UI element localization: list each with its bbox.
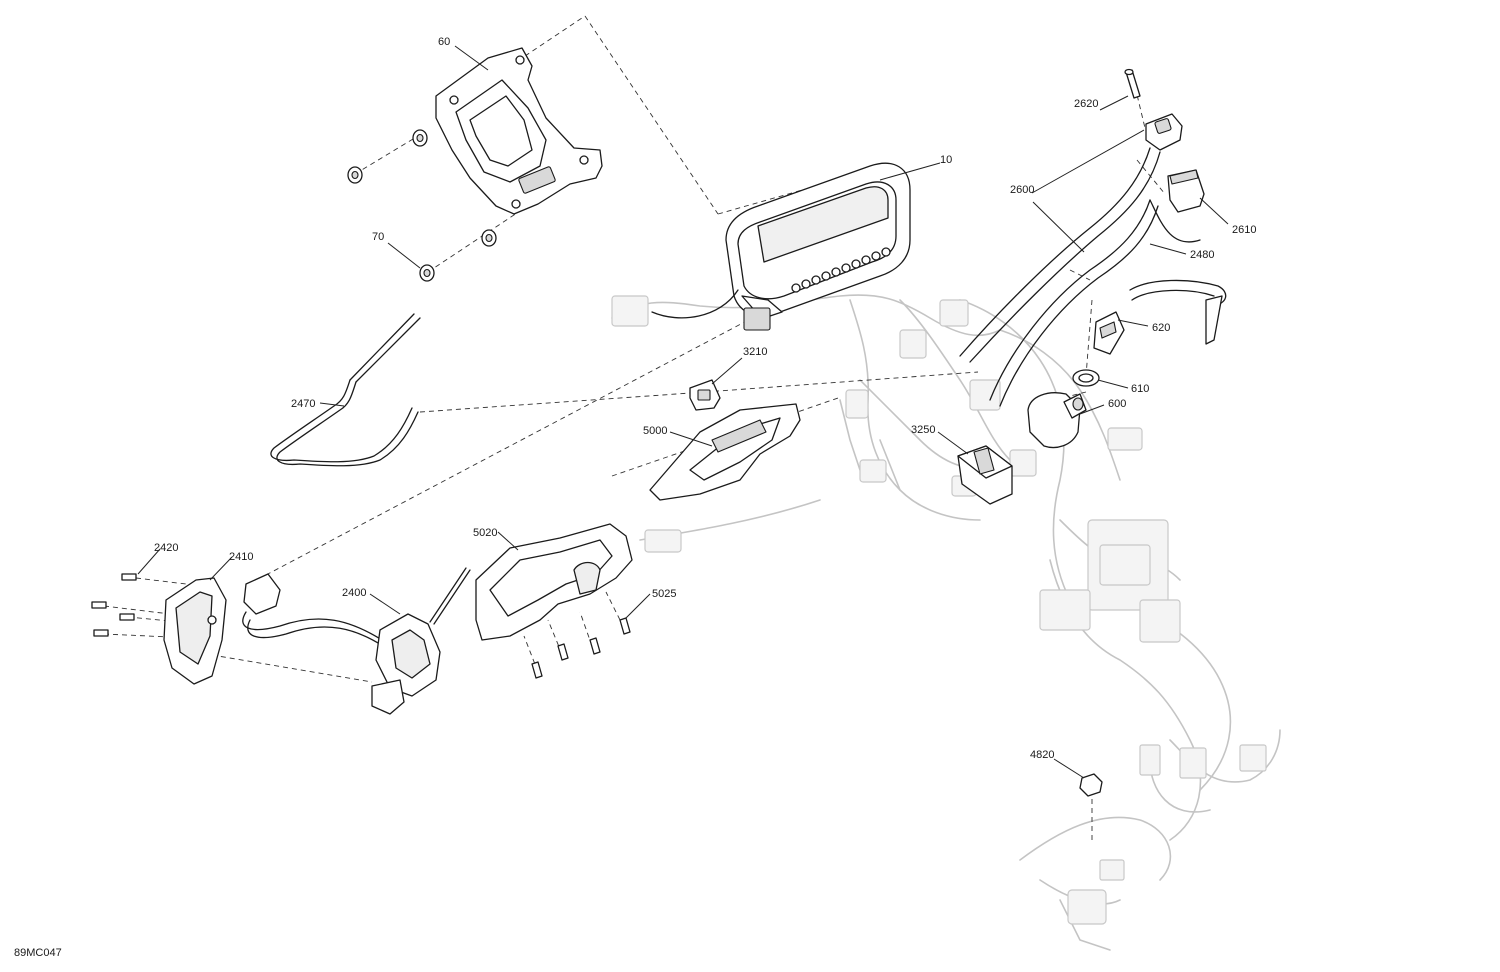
nut-part-4820 xyxy=(1079,773,1103,797)
callout-3210: 3210 xyxy=(743,346,767,358)
callout-2420: 2420 xyxy=(154,542,178,554)
callout-5025: 5025 xyxy=(652,588,676,600)
nut-part-610 xyxy=(1072,369,1100,387)
callout-2610: 2610 xyxy=(1232,224,1256,236)
background-harness-ghost xyxy=(611,294,1281,951)
callout-2400: 2400 xyxy=(342,587,366,599)
callout-5000: 5000 xyxy=(643,425,667,437)
wire-bracket-part-2470 xyxy=(270,313,421,467)
callout-2620: 2620 xyxy=(1074,98,1098,110)
callout-5020: 5020 xyxy=(473,527,497,539)
callout-70: 70 xyxy=(372,231,384,243)
callout-3250: 3250 xyxy=(911,424,935,436)
callout-labels: 60 70 10 2620 2600 2610 2480 620 610 600… xyxy=(154,36,1256,761)
control-module-part-5000 xyxy=(649,403,801,501)
switch-top-part-2620-mount xyxy=(1145,113,1183,151)
callout-leaders xyxy=(137,45,1229,779)
callout-2600: 2600 xyxy=(1010,184,1034,196)
cluster-wire xyxy=(651,289,739,319)
switch-housing-part-2610 xyxy=(1167,169,1205,213)
connector-part-3210 xyxy=(689,379,721,411)
assembly-dashed-lines xyxy=(103,15,1166,844)
callout-2480: 2480 xyxy=(1190,249,1214,261)
callout-10: 10 xyxy=(940,154,952,166)
handlebar-harness-part-2600 xyxy=(959,147,1201,407)
screws-part-5025 xyxy=(531,617,631,679)
housing-part-5020 xyxy=(475,523,633,641)
callout-620: 620 xyxy=(1152,322,1170,334)
callout-610: 610 xyxy=(1131,383,1149,395)
cluster-buttons xyxy=(791,247,891,293)
screws-part-2420 xyxy=(91,573,137,637)
instrument-cluster-part-10 xyxy=(725,162,911,331)
lanyard-part-620 xyxy=(1093,279,1227,355)
drawing-reference: 89MC047 xyxy=(14,947,62,959)
grommets-part-70 xyxy=(347,129,497,282)
callout-600: 600 xyxy=(1108,398,1126,410)
switch-part-2400 xyxy=(242,567,471,715)
pin-part-2620 xyxy=(1124,68,1141,99)
bracket-part-60 xyxy=(435,47,603,215)
callout-2410: 2410 xyxy=(229,551,253,563)
callout-60: 60 xyxy=(438,36,450,48)
relay-part-3250 xyxy=(957,445,1013,505)
callout-4820: 4820 xyxy=(1030,749,1054,761)
left-housing-part-2410 xyxy=(163,577,227,685)
callout-2470: 2470 xyxy=(291,398,315,410)
key-switch-part-600 xyxy=(1027,392,1087,449)
